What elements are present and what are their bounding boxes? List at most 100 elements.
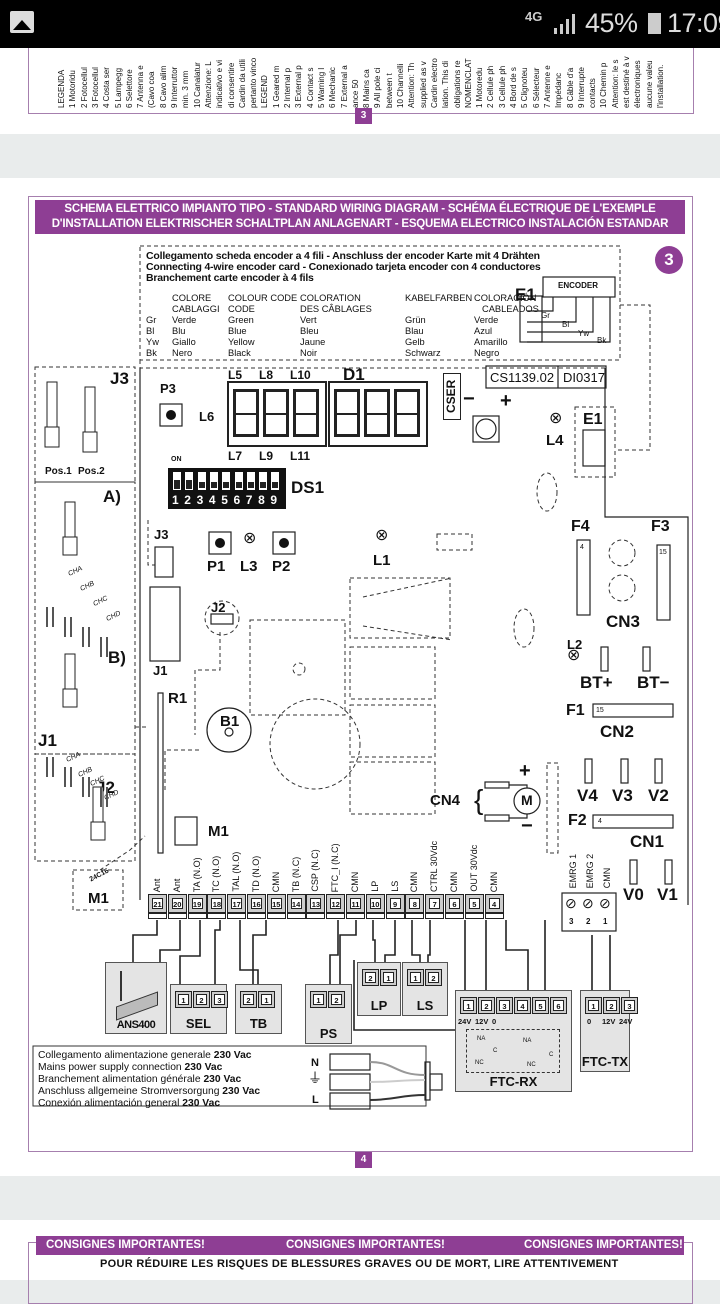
device-pin[interactable]: 2 — [603, 997, 620, 1014]
terminal-13[interactable]: 13 — [306, 894, 326, 913]
device-pin[interactable]: 2 — [193, 991, 210, 1008]
screw-icon[interactable]: ⊘ — [599, 895, 611, 911]
device-pin[interactable]: 1 — [310, 991, 327, 1008]
terminal-number: 4 — [488, 898, 500, 909]
dip-switch-4[interactable] — [209, 472, 218, 490]
device-pin[interactable]: 2 — [328, 991, 345, 1008]
terminal-16[interactable]: 16 — [247, 894, 266, 913]
terminal-number: 17 — [231, 898, 243, 909]
dip-switch-9[interactable] — [271, 472, 280, 490]
terminal-base — [167, 913, 187, 919]
button-p2[interactable] — [279, 538, 289, 548]
dip-number: 8 — [258, 493, 265, 507]
dip-switch-3[interactable] — [197, 472, 206, 490]
dip-switch-6[interactable] — [234, 472, 243, 490]
device-pin[interactable]: 3 — [621, 997, 638, 1014]
clock: 17:09 — [667, 8, 720, 38]
device-pin[interactable]: 1 — [585, 997, 602, 1014]
colour-name: Schwarz — [405, 348, 441, 358]
device-pin[interactable]: 2 — [425, 969, 442, 986]
terminal-12[interactable]: 12 — [326, 894, 346, 913]
screw-icon[interactable]: ⊘ — [582, 895, 594, 911]
led-l5: L5 — [228, 368, 243, 382]
emergency-label: EMRG 2 — [585, 853, 595, 888]
device-pin[interactable]: 1 — [407, 969, 424, 986]
device-pin[interactable]: 1 — [175, 991, 192, 1008]
antenna-bracket — [116, 991, 158, 1021]
button-p3[interactable] — [166, 410, 176, 420]
cn4-brace: { — [474, 784, 484, 815]
pin-number: 2 — [365, 972, 376, 983]
terminal-number: 8 — [409, 898, 421, 909]
terminal-5[interactable]: 5 — [464, 894, 484, 913]
terminal-4[interactable]: 4 — [484, 894, 504, 913]
pin-number: 3 — [499, 1000, 510, 1011]
terminal-10[interactable]: 10 — [365, 894, 385, 913]
device-pin[interactable]: 1 — [460, 997, 477, 1014]
terminal-15[interactable]: 15 — [266, 894, 286, 913]
device-name: LS — [416, 998, 434, 1013]
terminal-14[interactable]: 14 — [286, 894, 306, 913]
terminal-11[interactable]: 11 — [346, 894, 365, 913]
led-l2: L2 — [567, 637, 583, 652]
device-pin[interactable]: 3 — [211, 991, 228, 1008]
title-line-2: D'INSTALLATION ELEKTRISCHER SCHALTPLAN A… — [51, 218, 669, 230]
led-l1: L1 — [373, 552, 391, 569]
encoder-heading: Collegamento scheda encoder a 4 fili - A… — [146, 251, 541, 284]
terminal-21[interactable]: 21 — [148, 894, 167, 913]
device-pin[interactable]: 5 — [532, 997, 549, 1014]
screw-icon[interactable]: ⊘ — [565, 895, 577, 911]
dip-switch-7[interactable] — [246, 472, 255, 490]
device-pin[interactable]: 1 — [258, 991, 275, 1008]
terminal-number: 20 — [171, 898, 183, 909]
device-pin[interactable]: 2 — [362, 969, 379, 986]
terminal-label: LS — [389, 880, 400, 892]
dip-switch-2[interactable] — [185, 472, 194, 490]
device-name: LP — [370, 998, 388, 1013]
colour-header: CABLEADOS — [482, 304, 539, 314]
terminal-9[interactable]: 9 — [385, 894, 405, 913]
terminal-label: Ant — [171, 878, 182, 892]
dip-number: 9 — [270, 493, 278, 507]
encoder-legend-box — [139, 245, 621, 361]
dip-number: 1 — [172, 493, 179, 507]
terminal-18[interactable]: 18 — [207, 894, 227, 913]
terminal-19[interactable]: 19 — [187, 894, 207, 913]
device-pin[interactable]: 2 — [240, 991, 257, 1008]
device-pin[interactable]: 4 — [514, 997, 531, 1014]
terminal-20[interactable]: 20 — [167, 894, 187, 913]
digit-upper — [293, 389, 319, 415]
wire-label-gr: Gr — [541, 311, 550, 320]
terminal-label: LP — [369, 880, 380, 892]
wire-label-yw: Yw — [578, 329, 590, 338]
power-line-voltage: 230 Vac — [182, 1098, 221, 1109]
terminal-label: CMN — [409, 871, 420, 892]
fuse-f1-label: F1 — [566, 702, 585, 719]
device-pin[interactable]: 1 — [380, 969, 397, 986]
power-line-text: Mains power supply connection — [38, 1062, 185, 1073]
terminal-7[interactable]: 7 — [425, 894, 445, 913]
dip-switch-5[interactable] — [222, 472, 231, 490]
terminal-17[interactable]: 17 — [227, 894, 247, 913]
power-supply-text: Collegamento alimentazione generale 230 … — [38, 1050, 260, 1110]
colour-name: Black — [228, 348, 251, 358]
trimmer-icon[interactable] — [478, 424, 494, 434]
dip-switch-8[interactable] — [259, 472, 268, 490]
digit-upper — [394, 389, 420, 415]
option-b-label: B) — [108, 648, 126, 667]
terminal-label: CMN — [488, 871, 499, 892]
trimmer-minus: − — [463, 388, 475, 410]
device-pin[interactable]: 3 — [496, 997, 513, 1014]
terminal-number: 7 — [429, 898, 441, 909]
terminal-8[interactable]: 8 — [405, 894, 425, 913]
terminal-6[interactable]: 6 — [445, 894, 464, 913]
button-p1[interactable] — [215, 538, 225, 548]
terminal-label: TB (N.C) — [290, 856, 301, 892]
antenna-icon — [120, 971, 122, 1001]
wire-label-bl: Bl — [562, 320, 570, 329]
dip-switch-1[interactable] — [173, 472, 181, 490]
device-pin[interactable]: 2 — [478, 997, 495, 1014]
device-pin[interactable]: 6 — [550, 997, 567, 1014]
